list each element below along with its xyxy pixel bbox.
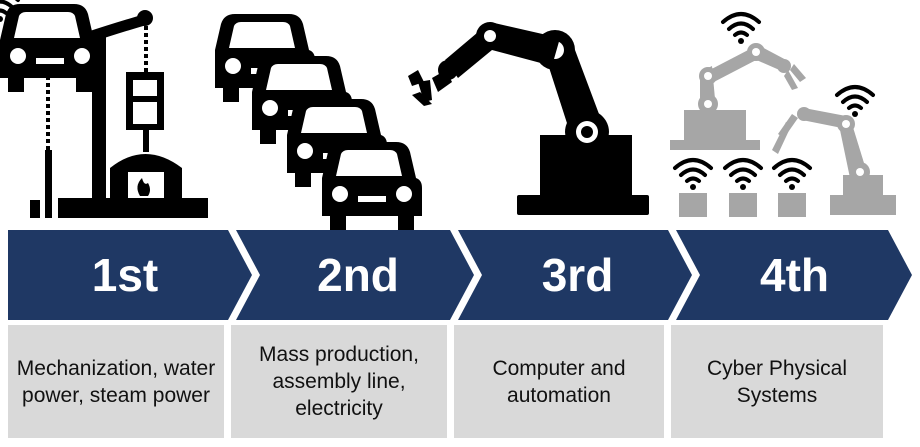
stage-label-1st: 1st bbox=[91, 249, 159, 301]
stage-label-2nd: 2nd bbox=[317, 249, 399, 301]
chevron-2nd bbox=[236, 230, 474, 320]
stage-description-1st: Mechanization, water power, steam power bbox=[8, 325, 224, 438]
chevron-1st bbox=[8, 230, 252, 320]
stage-description-4th: Cyber Physical Systems bbox=[671, 325, 883, 438]
stage-description-2nd: Mass production, assembly line, electric… bbox=[231, 325, 447, 438]
stage-label-3rd: 3rd bbox=[541, 249, 614, 301]
connected-robots-icon bbox=[0, 0, 896, 217]
stage-label-4th: 4th bbox=[760, 249, 829, 301]
assembly-line-cars-icon bbox=[0, 4, 422, 230]
timeline-arrow-band bbox=[8, 230, 912, 320]
stage-description-3rd: Computer and automation bbox=[454, 325, 664, 438]
chevron-4th bbox=[676, 230, 912, 320]
robot-arm-icon bbox=[408, 22, 649, 215]
chevron-3rd bbox=[458, 230, 692, 320]
